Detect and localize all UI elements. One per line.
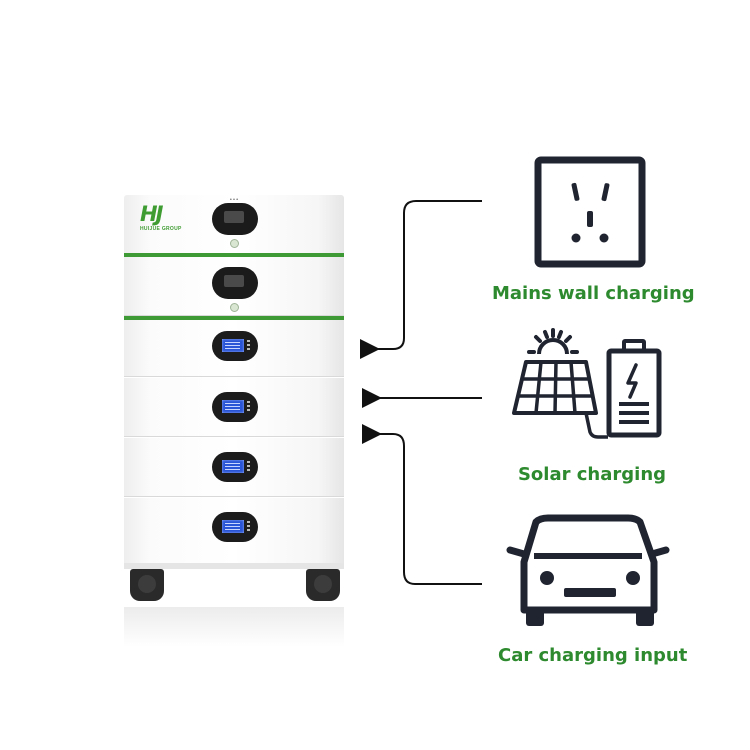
battery-module xyxy=(124,438,344,497)
wall-socket-icon xyxy=(534,156,646,268)
battery-module xyxy=(124,319,344,377)
inverter-module-top: HJ HUIJUE GROUP • • • xyxy=(124,195,344,255)
mains-wall-charging-label: Mains wall charging xyxy=(492,283,695,304)
inverter-display: • • • xyxy=(212,197,258,235)
solar-charging-label: Solar charging xyxy=(517,464,667,485)
inverter-module-second xyxy=(124,257,344,316)
power-button-icon xyxy=(230,303,239,312)
battery-module xyxy=(124,498,344,563)
power-button-icon xyxy=(230,239,239,248)
car-charging-input-label: Car charging input xyxy=(498,645,688,666)
mains-arrow xyxy=(360,200,482,359)
solar-panel-battery-icon xyxy=(512,328,662,439)
bms-lcd-display xyxy=(212,512,258,542)
inverter-display xyxy=(212,267,258,299)
caster-wheel-icon xyxy=(306,569,340,601)
floor-reflection xyxy=(124,607,344,647)
green-trim-stripe xyxy=(124,316,344,320)
bms-lcd-display xyxy=(212,392,258,422)
green-trim-stripe xyxy=(124,253,344,257)
logo-mark: HJ xyxy=(140,202,163,226)
caster-wheel-icon xyxy=(130,569,164,601)
bms-lcd-display xyxy=(212,452,258,482)
bms-lcd-display xyxy=(212,331,258,361)
car-arrow xyxy=(362,424,482,585)
car-icon xyxy=(506,514,670,626)
battery-module xyxy=(124,378,344,437)
cabinet-base xyxy=(124,563,344,569)
brand-logo: HJ HUIJUE GROUP xyxy=(140,203,184,232)
logo-text: HUIJUE GROUP xyxy=(140,226,182,232)
